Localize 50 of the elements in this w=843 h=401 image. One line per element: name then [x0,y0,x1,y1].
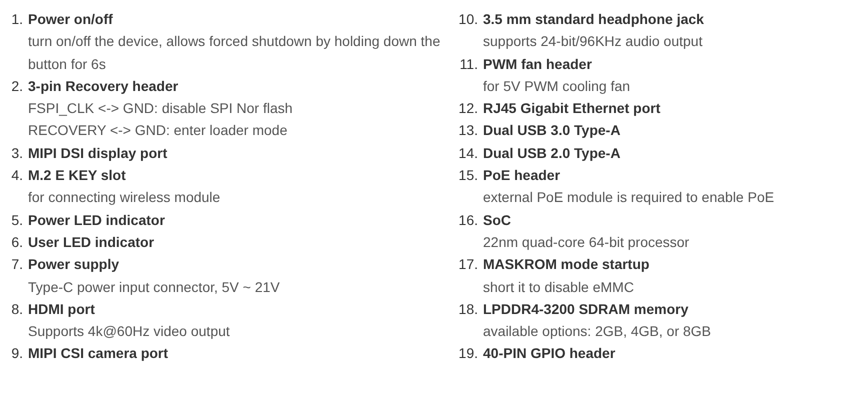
list-number: 6. [10,232,24,252]
list-number: 11. [458,54,479,74]
item-title: 3.5 mm standard headphone jack [483,10,704,29]
item-title: HDMI port [28,300,96,319]
list-number: 15. [458,166,479,186]
item-title: MIPI DSI display port [28,144,168,163]
item-description: 22nm quad-core 64-bit processor [483,232,690,252]
item-description: available options: 2GB, 4GB, or 8GB [483,322,712,342]
item-title: Power on/off [28,10,114,29]
item-description: RECOVERY <-> GND: enter loader mode [28,121,288,140]
item-description: Supports 4k@60Hz video output [28,322,230,342]
item-title: MASKROM mode startup [483,255,650,274]
item-title: 3-pin Recovery header [28,76,180,96]
item-description: FSPI_CLK <-> GND: disable SPI Nor flash [28,99,293,118]
item-title: LPDDR4-3200 SDRAM memory [483,300,690,319]
item-title: Dual USB 2.0 Type-A [483,144,620,163]
item-title: MIPI CSI camera port [28,344,168,364]
item-title: Power LED indicator [28,210,165,230]
list-number: 12. [458,99,479,118]
item-title: 40-PIN GPIO header [483,344,616,364]
list-number: 10. [458,10,479,29]
list-number: 13. [458,121,479,140]
list-number: 3. [10,144,24,163]
list-number: 7. [10,255,24,274]
item-title: PWM fan header [483,54,593,74]
list-number: 19. [458,344,479,364]
item-title: M.2 E KEY slot [28,166,127,186]
item-description: for connecting wireless module [28,188,220,208]
list-number: 5. [10,210,24,230]
list-number: 9. [10,344,24,364]
item-title: User LED indicator [28,232,154,252]
item-description: Type-C power input connector, 5V ~ 21V [28,278,280,297]
list-number: 4. [10,166,24,186]
item-description: turn on/off the device, allows forced shutdown by holding down the button for 6s [28,32,442,74]
item-title: PoE header [483,166,562,186]
list-number: 8. [10,300,24,319]
list-number: 2. [10,76,24,96]
item-title: Dual USB 3.0 Type-A [483,121,620,140]
list-number: 18. [458,300,479,319]
list-number: 1. [10,10,24,29]
item-description: supports 24-bit/96KHz audio output [483,32,704,52]
item-description: for 5V PWM cooling fan [483,76,630,96]
item-title: RJ45 Gigabit Ethernet port [483,99,660,118]
list-number: 14. [458,144,479,163]
item-title: Power supply [28,255,120,274]
list-number: 16. [458,210,479,230]
item-title: SoC [483,210,512,230]
item-description: external PoE module is required to enable PoE [483,188,774,208]
list-number: 17. [458,255,479,274]
item-description: short it to disable eMMC [483,278,635,297]
